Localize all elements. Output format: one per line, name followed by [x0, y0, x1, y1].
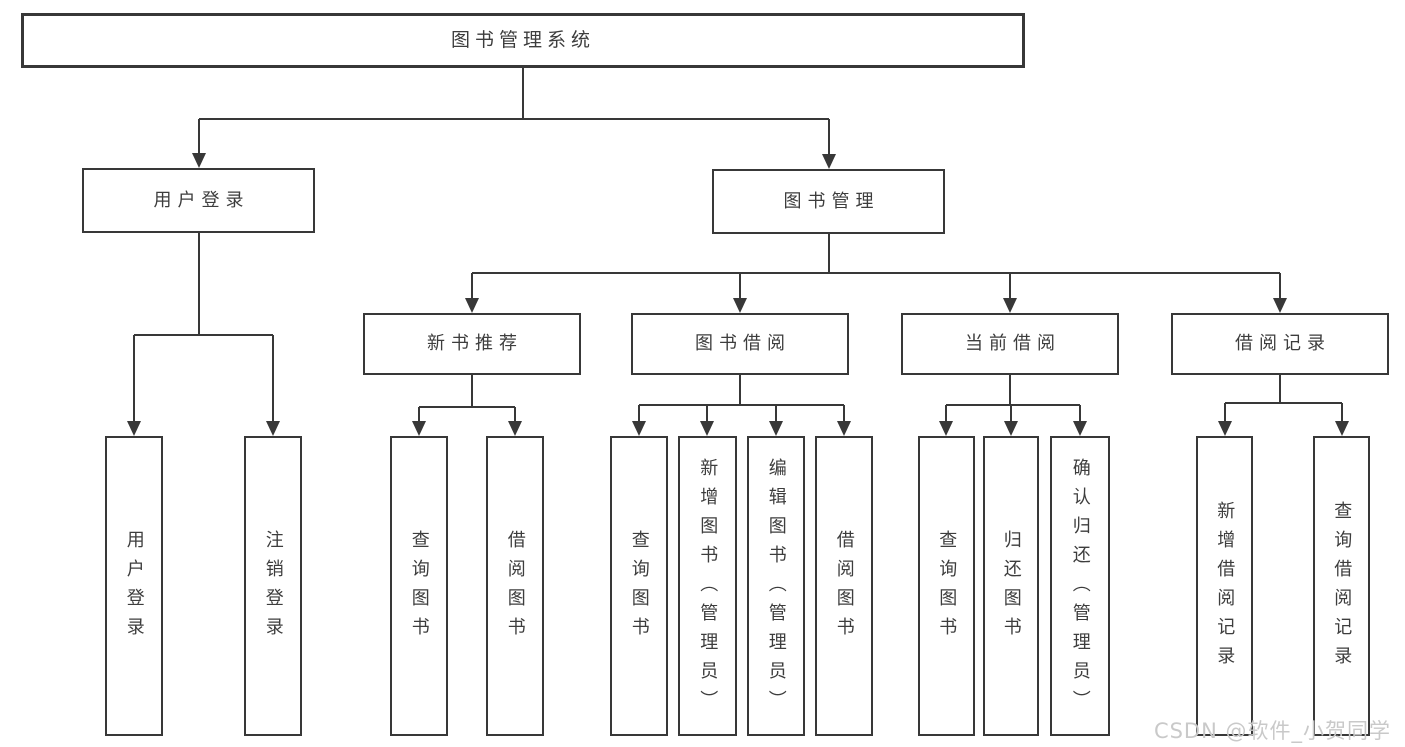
leaf-newrec-borrow-books: 借阅图书	[486, 436, 544, 736]
node-new-book-recommendation: 新书推荐	[363, 313, 581, 375]
node-current-borrowing: 当前借阅	[901, 313, 1119, 375]
leaf-borrow-borrow-books: 借阅图书	[815, 436, 873, 736]
node-book-borrowing: 图书借阅	[631, 313, 849, 375]
node-borrowing-records: 借阅记录	[1171, 313, 1389, 375]
leaf-borrow-edit-books-admin: 编辑图书（管理员）	[747, 436, 805, 736]
leaf-records-query-record: 查询借阅记录	[1313, 436, 1370, 736]
node-library-management-system: 图书管理系统	[21, 13, 1025, 68]
node-user-login: 用户登录	[82, 168, 315, 233]
leaf-records-add-record: 新增借阅记录	[1196, 436, 1253, 736]
node-book-management: 图书管理	[712, 169, 945, 234]
leaf-user-login: 用户登录	[105, 436, 163, 736]
leaf-current-confirm-return-admin: 确认归还（管理员）	[1050, 436, 1110, 736]
leaf-current-return-books: 归还图书	[983, 436, 1039, 736]
leaf-borrow-query-books: 查询图书	[610, 436, 668, 736]
leaf-logout: 注销登录	[244, 436, 302, 736]
csdn-watermark: CSDN @软件_小贺同学	[1153, 719, 1391, 743]
leaf-newrec-query-books: 查询图书	[390, 436, 448, 736]
leaf-current-query-books: 查询图书	[918, 436, 975, 736]
leaf-borrow-add-books-admin: 新增图书（管理员）	[678, 436, 737, 736]
arrowheads	[127, 153, 1349, 436]
